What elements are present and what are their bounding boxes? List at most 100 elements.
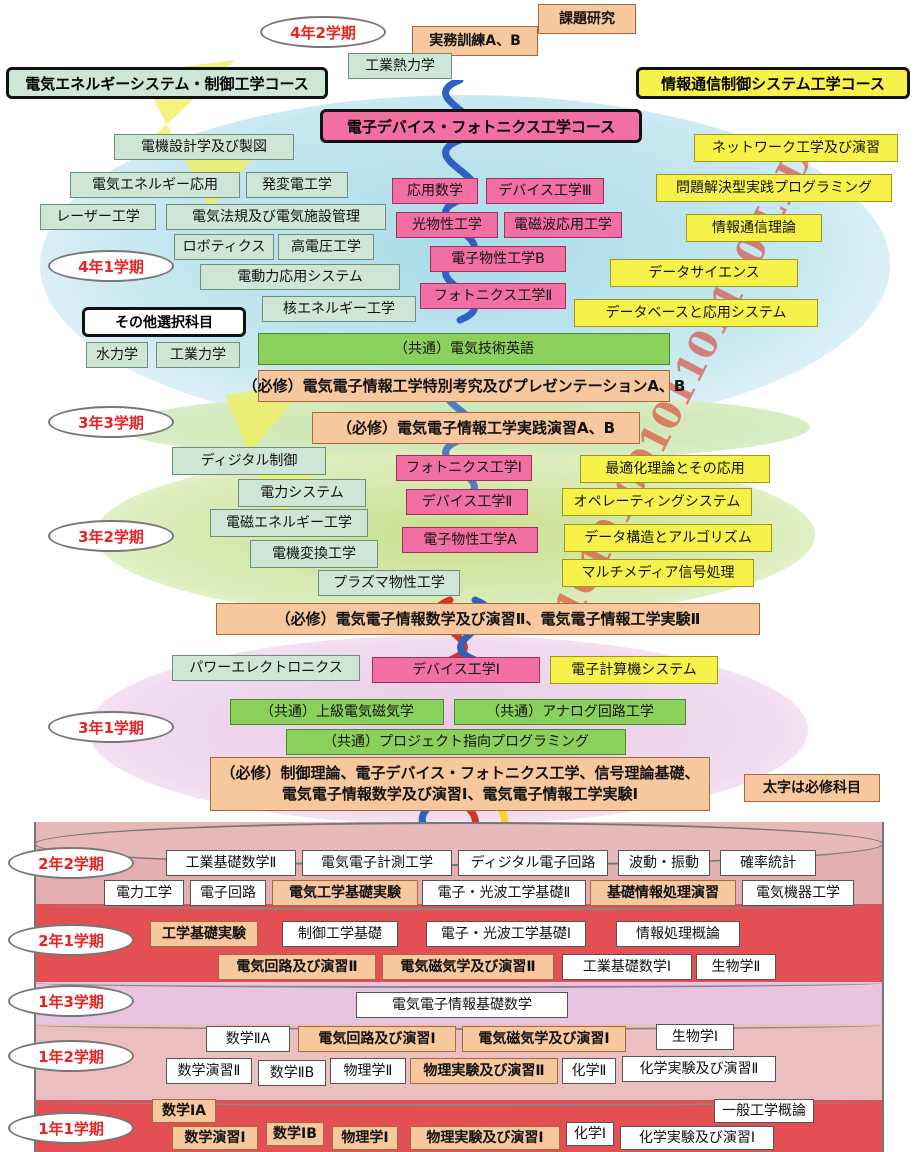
course-box-energy: プラズマ物性工学	[318, 570, 460, 596]
course-box-energy: 高電圧工学	[278, 234, 374, 260]
course-box: 電子回路	[190, 880, 266, 906]
band-edge	[34, 900, 884, 910]
course-box-device: 光物性工学	[396, 212, 498, 238]
course-box-training: 実務訓練A、B	[412, 26, 538, 56]
course-box-other: 水力学	[86, 342, 148, 368]
course-box-info: データベースと応用システム	[574, 299, 818, 327]
course-box: 一般工学概論	[714, 1099, 814, 1123]
course-box-common: （共通）アナログ回路工学	[454, 699, 686, 725]
course-box-required: 物理実験及び演習Ⅱ	[410, 1058, 558, 1084]
band-edge	[34, 978, 884, 988]
course-box-energy: ディジタル制御	[172, 447, 326, 475]
course-info: 情報通信制御システム工学コース	[636, 67, 910, 99]
course-box: 数学演習Ⅱ	[166, 1058, 252, 1084]
course-box-required: 基礎情報処理演習	[590, 880, 736, 906]
course-box-energy: レーザー工学	[40, 204, 156, 230]
course-box-info: 電子計算機システム	[550, 656, 718, 684]
course-box-energy: 電気エネルギー応用	[70, 172, 240, 198]
course-box: 制御工学基礎	[282, 921, 398, 947]
course-box-required: （必修）電気電子情報工学特別考究及びプレゼンテーションA、B	[243, 370, 685, 402]
course-box-energy: 電磁エネルギー工学	[210, 509, 368, 537]
course-other: その他選択科目	[82, 307, 246, 337]
course-box-required: 電気磁気学及び演習Ⅰ	[462, 1026, 626, 1052]
course-box: 化学実験及び演習Ⅰ	[620, 1126, 774, 1150]
course-box-device: デバイス工学Ⅰ	[372, 657, 540, 683]
course-box: 電気機器工学	[742, 880, 854, 906]
band-edge	[34, 1096, 884, 1106]
course-box-common: （共通）プロジェクト指向プログラミング	[286, 729, 626, 755]
course-box: 確率統計	[720, 850, 816, 876]
course-box-device: 電子物性工学A	[402, 527, 538, 553]
course-box: 工業基礎数学Ⅱ	[166, 850, 296, 876]
course-box-common: （共通）電気技術英語	[258, 333, 670, 365]
course-box: 物理学Ⅱ	[330, 1058, 406, 1084]
course-box: 生物学Ⅰ	[656, 1024, 734, 1050]
course-box-required: 電気回路及び演習Ⅱ	[218, 954, 376, 980]
course-box-energy: 電動力応用システム	[200, 264, 400, 290]
course-box-required: 数学演習Ⅰ	[172, 1126, 258, 1150]
course-box-info: オペレーティングシステム	[562, 488, 752, 516]
course-box: 化学Ⅱ	[562, 1058, 616, 1084]
course-box: 電気電子情報基礎数学	[356, 992, 568, 1018]
course-box: 情報処理概論	[616, 921, 740, 947]
course-box-info: 情報通信理論	[686, 214, 822, 242]
course-box-device: 電子物性工学B	[430, 246, 566, 272]
semester-4-1: 4年1学期	[48, 250, 174, 282]
course-box-required: （必修）電気電子情報数学及び演習Ⅱ、電気電子情報工学実験Ⅱ	[216, 603, 760, 635]
course-box-info: マルチメディア信号処理	[562, 559, 754, 587]
course-box-required: 物理学Ⅰ	[332, 1126, 398, 1150]
course-box-required: （必修）制御理論、電子デバイス・フォトニクス工学、信号理論基礎、 電気電子情報数…	[210, 757, 710, 811]
required-line-2: 電気電子情報数学及び演習Ⅰ、電気電子情報工学実験Ⅰ	[281, 785, 639, 803]
course-box: 生物学Ⅱ	[696, 954, 776, 980]
course-box-required: 電気回路及び演習Ⅰ	[298, 1026, 456, 1052]
semester-3-3: 3年3学期	[48, 406, 174, 438]
course-box-info: データサイエンス	[610, 259, 798, 287]
course-box-device: デバイス工学Ⅱ	[406, 489, 528, 515]
course-box: 化学Ⅰ	[566, 1122, 614, 1146]
semester-3-1: 3年1学期	[48, 711, 174, 743]
course-box: 工業基礎数学Ⅰ	[562, 954, 692, 980]
course-box-energy: ロボティクス	[174, 234, 274, 260]
course-box-required: （必修）電気電子情報工学実践演習A、B	[312, 412, 640, 444]
semester-1-3: 1年3学期	[8, 985, 134, 1017]
course-box-required: 物理実験及び演習Ⅰ	[410, 1126, 560, 1150]
course-device: 電子デバイス・フォトニクス工学コース	[320, 109, 642, 143]
course-box-required: 数学ⅠB	[266, 1122, 324, 1146]
semester-4-2: 4年2学期	[260, 16, 386, 48]
course-box-info: ネットワーク工学及び演習	[694, 134, 898, 162]
course-box-energy: 電気法規及び電気施設管理	[166, 204, 386, 230]
course-box-device: フォトニクス工学Ⅱ	[420, 283, 566, 309]
course-box-required: 数学ⅠA	[152, 1099, 216, 1123]
course-box-energy: 核エネルギー工学	[262, 296, 416, 322]
legend-note: 太字は必修科目	[744, 774, 880, 802]
course-box-thermo: 工業熱力学	[348, 53, 452, 79]
course-box-energy: パワーエレクトロニクス	[172, 655, 360, 681]
course-box: 電力工学	[104, 880, 184, 906]
course-box-energy: 電機設計学及び製図	[114, 134, 294, 160]
course-box-energy: 電力システム	[238, 479, 366, 507]
course-box-energy: 発変電工学	[246, 172, 348, 198]
course-box: 波動・振動	[618, 850, 710, 876]
course-box-device: 電磁波応用工学	[504, 212, 622, 238]
course-energy: 電気エネルギーシステム・制御工学コース	[6, 67, 328, 99]
course-box-required: 電気磁気学及び演習Ⅱ	[382, 954, 554, 980]
band-edge	[34, 1020, 884, 1030]
course-box-info: データ構造とアルゴリズム	[564, 524, 772, 552]
course-box: 化学実験及び演習Ⅱ	[622, 1056, 776, 1082]
course-box-other: 工業力学	[156, 342, 240, 368]
semester-2-1: 2年1学期	[8, 924, 134, 956]
course-box-common: （共通）上級電気磁気学	[230, 699, 444, 725]
semester-1-1: 1年1学期	[8, 1112, 134, 1144]
course-box-info: 最適化理論とその応用	[580, 455, 770, 483]
course-box: 電子・光波工学基礎Ⅰ	[426, 921, 586, 947]
course-box-info: 問題解決型実践プログラミング	[656, 174, 892, 202]
required-line-1: （必修）制御理論、電子デバイス・フォトニクス工学、信号理論基礎、	[220, 764, 700, 782]
course-box: 数学ⅡB	[258, 1060, 326, 1086]
semester-1-2: 1年2学期	[8, 1040, 134, 1072]
course-box: 電子・光波工学基礎Ⅱ	[422, 880, 586, 906]
course-box-required: 電気工学基礎実験	[272, 880, 418, 906]
course-box: 数学ⅡA	[206, 1026, 290, 1052]
course-box: ディジタル電子回路	[458, 850, 608, 876]
course-box: 電気電子計測工学	[302, 850, 452, 876]
course-box-energy: 電機変換工学	[250, 540, 378, 568]
